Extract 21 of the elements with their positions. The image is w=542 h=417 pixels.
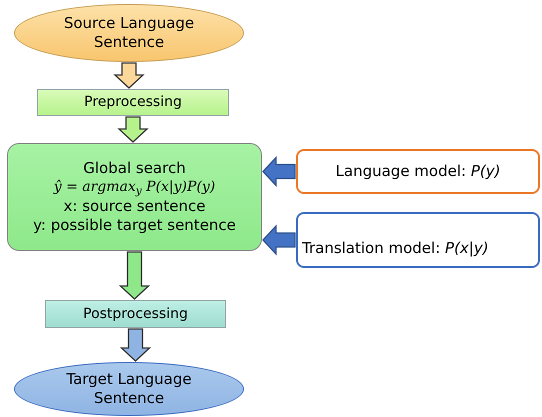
node-text: Language model: P(y): [336, 161, 500, 182]
node-text: Global search: [83, 159, 186, 178]
node-text: x: source sentence: [64, 197, 206, 216]
node-text: Postprocessing: [83, 304, 188, 324]
node-text: y: possible target sentence: [33, 216, 236, 235]
process-box: [45, 300, 226, 328]
model-box: [296, 212, 540, 268]
block-arrow: [113, 62, 145, 89]
block-arrow: [262, 224, 296, 256]
model-box: [296, 149, 540, 194]
node-text: Target Language Sentence: [65, 370, 193, 408]
block-arrow: [117, 116, 149, 143]
block-arrow: [120, 328, 152, 362]
node-text: Translation model: P(x|y): [302, 238, 489, 259]
block-arrow: [118, 251, 150, 300]
node-text: Source Language Sentence: [62, 14, 196, 52]
search-box: [7, 143, 262, 251]
process-box: [37, 89, 229, 116]
node-text: Preprocessing: [84, 93, 182, 112]
block-arrow: [262, 156, 296, 188]
formula: ŷ = argmax$_{y}$ P(x|y)P(y): [54, 178, 216, 197]
